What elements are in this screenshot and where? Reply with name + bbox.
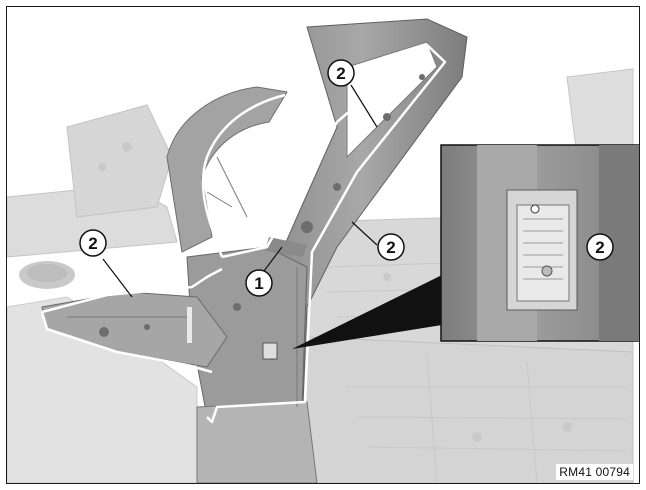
inset-pointer-wedge [292, 275, 442, 349]
callout-2-right: 2 [377, 233, 405, 261]
callout-2-inset-label: 2 [595, 238, 604, 257]
callout-1: 1 [245, 269, 273, 297]
highlight-outline [40, 43, 447, 424]
vehicle-body-illustration: 1 2 2 2 2 [7, 18, 639, 483]
callout-2-inset: 2 [586, 233, 614, 261]
callout-2-top-label: 2 [336, 64, 345, 83]
callout-2-right-label: 2 [386, 238, 395, 257]
diagram-frame: 1 2 2 2 2 RM41 00794 [6, 6, 640, 484]
a-pillar-assembly [41, 18, 468, 483]
callout-2-left-label: 2 [88, 234, 97, 253]
callout-2-top: 2 [327, 59, 355, 87]
callout-1-label: 1 [254, 274, 263, 293]
reference-code: RM41 00794 [556, 464, 633, 480]
callout-2-left: 2 [79, 229, 107, 257]
